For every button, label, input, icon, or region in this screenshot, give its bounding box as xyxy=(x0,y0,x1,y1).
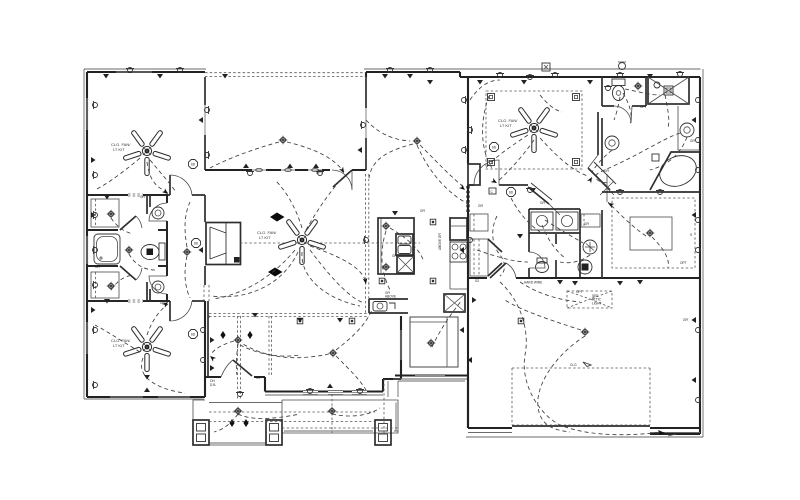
svg-text:GFI: GFI xyxy=(385,291,390,295)
svg-text:GFI: GFI xyxy=(584,222,589,226)
svg-text:OH: OH xyxy=(210,379,215,383)
svg-text:ABOVE: ABOVE xyxy=(385,295,396,299)
svg-text:GFI: GFI xyxy=(478,204,483,208)
svg-text:S: S xyxy=(690,233,692,237)
svg-text:GFI: GFI xyxy=(420,209,425,213)
svg-text:OPT: OPT xyxy=(316,171,323,175)
svg-text:SD: SD xyxy=(191,163,196,167)
svg-text:HARD WIRE: HARD WIRE xyxy=(524,281,542,285)
svg-text:GFI: GFI xyxy=(690,139,695,143)
svg-text:SEE: SEE xyxy=(592,294,598,298)
svg-text:SD: SD xyxy=(191,333,196,337)
svg-text:C: C xyxy=(491,190,494,194)
svg-text:OPT: OPT xyxy=(680,261,687,265)
svg-text:OPT: OPT xyxy=(576,290,583,294)
svg-text:LT KIT: LT KIT xyxy=(500,123,512,128)
svg-text:OPT: OPT xyxy=(640,105,647,109)
svg-text:CLG. FAN/: CLG. FAN/ xyxy=(498,118,518,123)
svg-text:GFI: GFI xyxy=(540,201,545,205)
svg-text:GFI: GFI xyxy=(140,195,145,199)
svg-text:LIGHT: LIGHT xyxy=(592,301,601,305)
svg-text:S3: S3 xyxy=(475,279,479,283)
svg-text:ABOVE GFI: ABOVE GFI xyxy=(438,233,442,250)
svg-text:GFI: GFI xyxy=(160,301,165,305)
svg-text:GFI: GFI xyxy=(95,265,100,269)
svg-text:LT KIT: LT KIT xyxy=(259,235,271,240)
svg-text:SD: SD xyxy=(194,242,199,246)
svg-text:GFI: GFI xyxy=(683,318,688,322)
svg-text:D.B.: D.B. xyxy=(210,383,216,387)
svg-text:LT KIT: LT KIT xyxy=(113,147,125,152)
svg-text:GFI: GFI xyxy=(604,169,609,173)
svg-text:LT KIT: LT KIT xyxy=(113,343,125,348)
svg-text:CLG. FAN/: CLG. FAN/ xyxy=(111,142,131,147)
svg-text:SD: SD xyxy=(509,191,514,195)
svg-text:SD: SD xyxy=(492,146,497,150)
svg-text:3: 3 xyxy=(208,315,210,319)
svg-text:CLG. FAN/: CLG. FAN/ xyxy=(257,230,277,235)
svg-text:GFI: GFI xyxy=(392,254,397,258)
svg-text:ATTIC: ATTIC xyxy=(592,298,602,302)
svg-text:CLG: CLG xyxy=(570,363,577,367)
svg-text:S3: S3 xyxy=(256,376,260,380)
